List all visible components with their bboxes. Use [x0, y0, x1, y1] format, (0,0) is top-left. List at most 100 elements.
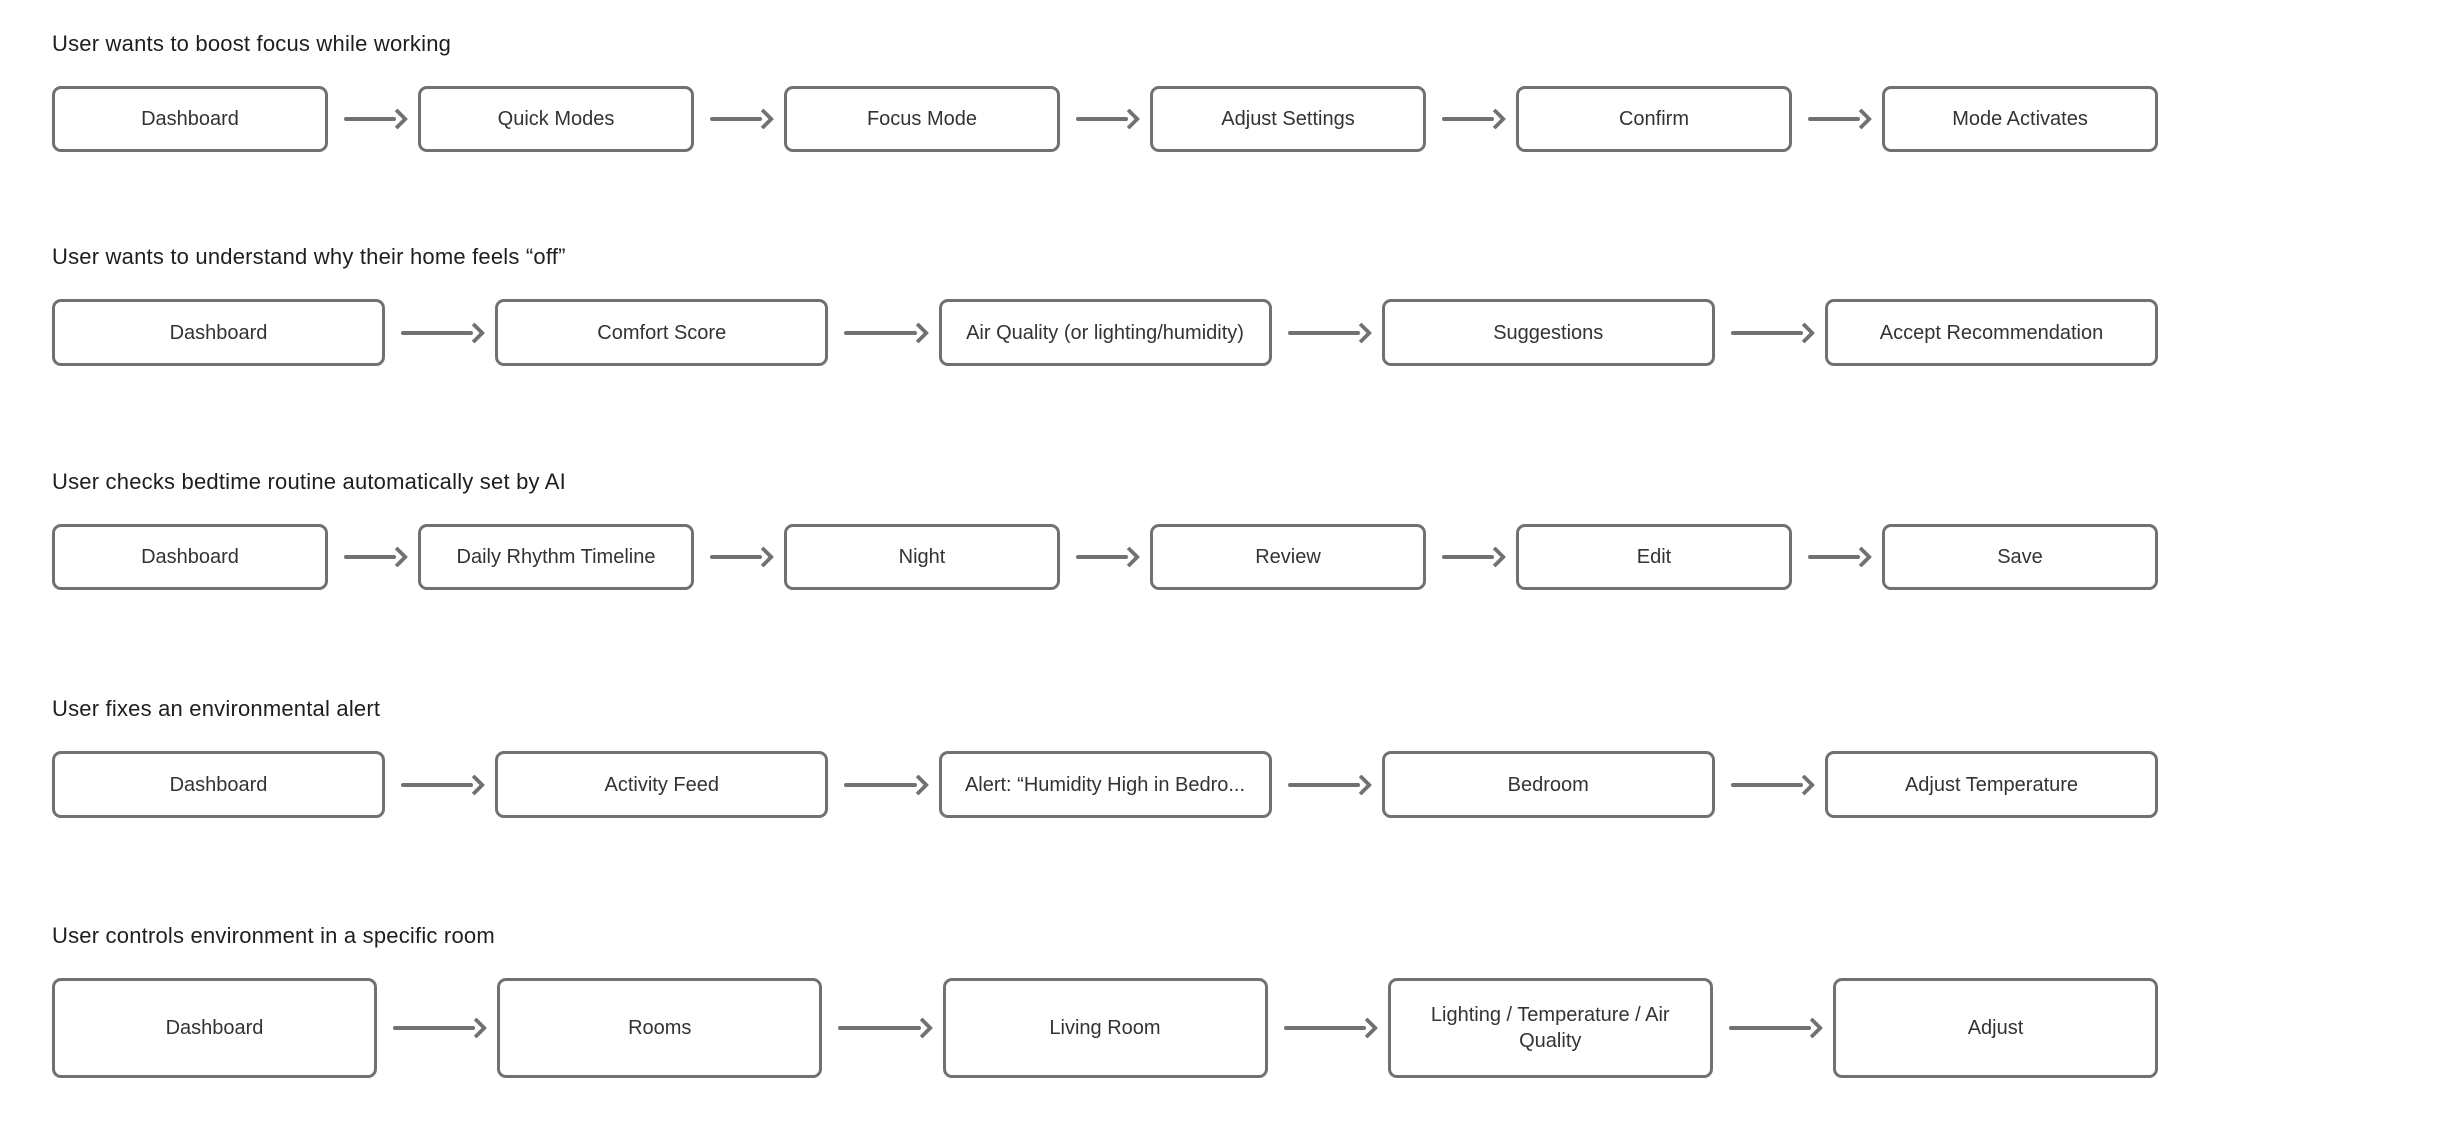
arrow-head	[386, 546, 409, 568]
arrow-head	[1350, 773, 1372, 796]
flow-step[interactable]: Dashboard	[52, 751, 385, 818]
arrow-head	[386, 108, 409, 130]
flow-arrow-icon	[1715, 751, 1825, 818]
arrow-head	[1484, 108, 1507, 130]
flow-step-label: Suggestions	[1493, 321, 1604, 344]
arrow-shaft	[844, 782, 917, 787]
flow-step-label: Accept Recommendation	[1879, 321, 2104, 344]
arrow-shaft	[1730, 330, 1803, 335]
flow-step[interactable]: Air Quality (or lighting/humidity)	[938, 299, 1272, 366]
flow-arrow-icon	[828, 299, 938, 366]
flow-steps: Dashboard Activity Feed Alert: “Humidity…	[52, 751, 2158, 818]
arrow-shaft	[1287, 782, 1360, 787]
flow-row-specific-room: User controls environment in a specific …	[52, 922, 2158, 1078]
arrow-shaft	[1287, 330, 1360, 335]
flow-step[interactable]: Alert: “Humidity High in Bedro...	[938, 751, 1272, 818]
flow-arrow-icon	[1713, 978, 1833, 1078]
flow-step-label: Review	[1255, 546, 1321, 568]
flow-step-label: Activity Feed	[604, 773, 719, 796]
arrow-shaft	[710, 555, 762, 559]
flow-step[interactable]: Lighting / Temperature / Air Quality	[1387, 978, 1713, 1078]
flow-row-home-feels-off: User wants to understand why their home …	[52, 243, 2158, 366]
flow-step[interactable]: Activity Feed	[495, 751, 829, 818]
arrow-shaft	[1442, 117, 1494, 121]
flow-arrow-icon	[1060, 86, 1150, 152]
flow-arrow-icon	[822, 978, 942, 1078]
flow-arrow-icon	[1792, 86, 1882, 152]
flow-row-environmental-alert: User fixes an environmental alert Dashbo…	[52, 695, 2158, 818]
flow-step-label: Alert: “Humidity High in Bedro...	[964, 773, 1246, 796]
flow-step-label: Mode Activates	[1952, 108, 2088, 130]
flow-step-label: Night	[898, 546, 946, 568]
flow-step-label: Daily Rhythm Timeline	[456, 546, 656, 568]
flow-step-label: Save	[1997, 546, 2043, 568]
arrow-head	[464, 773, 486, 796]
arrow-shaft	[344, 117, 396, 121]
flow-step[interactable]: Bedroom	[1381, 751, 1715, 818]
flow-step-label: Lighting / Temperature / Air Quality	[1430, 1004, 1670, 1052]
flow-step-label: Adjust Temperature	[1904, 773, 2079, 796]
flow-step[interactable]: Adjust Settings	[1150, 86, 1426, 152]
flow-step-label: Focus Mode	[866, 108, 978, 130]
arrow-shaft	[344, 555, 396, 559]
flow-step-label: Air Quality (or lighting/humidity)	[966, 321, 1244, 344]
flow-step[interactable]: Confirm	[1516, 86, 1792, 152]
arrow-head	[1118, 108, 1141, 130]
flow-arrow-icon	[377, 978, 497, 1078]
arrow-shaft	[1076, 117, 1128, 121]
flow-arrow-icon	[1060, 524, 1150, 590]
flow-title: User wants to boost focus while working	[52, 31, 452, 56]
flow-arrow-icon	[328, 524, 418, 590]
flow-step[interactable]: Living Room	[942, 978, 1268, 1078]
flow-step[interactable]: Mode Activates	[1882, 86, 2158, 152]
arrow-shaft	[710, 117, 762, 121]
flow-step[interactable]: Adjust	[1833, 978, 2158, 1078]
flow-step[interactable]: Comfort Score	[495, 299, 829, 366]
flow-step-label: Adjust	[1967, 1017, 2024, 1039]
flow-steps: Dashboard Quick Modes Focus Mode Adjust …	[52, 86, 2158, 152]
flow-step[interactable]: Save	[1882, 524, 2158, 590]
flow-title: User fixes an environmental alert	[52, 696, 381, 721]
flow-step-label: Rooms	[628, 1017, 692, 1039]
flow-title: User checks bedtime routine automaticall…	[52, 469, 566, 494]
arrow-head	[752, 108, 775, 130]
arrow-head	[1356, 1017, 1378, 1039]
flow-step[interactable]: Focus Mode	[784, 86, 1060, 152]
flow-step[interactable]: Dashboard	[52, 86, 328, 152]
arrow-shaft	[1442, 555, 1494, 559]
flow-arrow-icon	[1268, 978, 1388, 1078]
flow-step[interactable]: Suggestions	[1381, 299, 1715, 366]
flow-arrow-icon	[385, 299, 495, 366]
flow-arrow-icon	[694, 86, 784, 152]
flow-step[interactable]: Edit	[1516, 524, 1792, 590]
flow-step-label: Adjust Settings	[1221, 108, 1355, 130]
flow-title: User wants to understand why their home …	[52, 244, 566, 269]
arrow-shaft	[1728, 1026, 1811, 1030]
flow-step[interactable]: Night	[784, 524, 1060, 590]
arrow-shaft	[401, 330, 474, 335]
flow-step-label: Dashboard	[141, 546, 239, 568]
flow-arrow-icon	[1426, 524, 1516, 590]
flow-arrow-icon	[694, 524, 784, 590]
flow-step[interactable]: Rooms	[497, 978, 823, 1078]
flow-step-label: Edit	[1636, 546, 1672, 568]
flow-step[interactable]: Review	[1150, 524, 1426, 590]
flow-step[interactable]: Dashboard	[52, 524, 328, 590]
arrow-head	[1793, 773, 1816, 796]
flow-step-label: Dashboard	[141, 108, 239, 130]
flow-step[interactable]: Adjust Temperature	[1825, 751, 2158, 818]
arrow-shaft	[401, 782, 474, 787]
flow-step[interactable]: Dashboard	[52, 978, 377, 1078]
flow-arrow-icon	[1272, 299, 1382, 366]
flow-step[interactable]: Dashboard	[52, 299, 385, 366]
arrow-shaft	[1808, 555, 1860, 559]
flow-arrow-icon	[1426, 86, 1516, 152]
flow-step[interactable]: Quick Modes	[418, 86, 694, 152]
arrow-head	[1801, 1017, 1824, 1039]
arrow-shaft	[1730, 782, 1803, 787]
flow-arrow-icon	[385, 751, 495, 818]
flow-step[interactable]: Accept Recommendation	[1825, 299, 2158, 366]
flow-row-bedtime-routine: User checks bedtime routine automaticall…	[52, 468, 2158, 590]
flow-step[interactable]: Daily Rhythm Timeline	[418, 524, 694, 590]
